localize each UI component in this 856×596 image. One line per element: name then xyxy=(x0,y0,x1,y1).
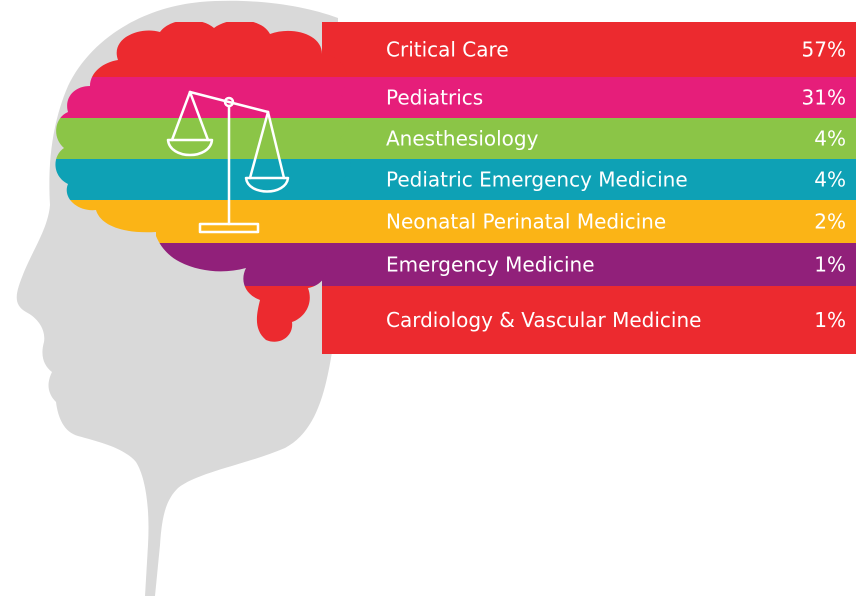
value-label: 31% xyxy=(802,86,846,110)
brain-band-2 xyxy=(55,77,351,118)
value-label: 1% xyxy=(814,253,846,277)
band-4 xyxy=(322,159,856,200)
category-label: Pediatric Emergency Medicine xyxy=(386,168,688,192)
labels-layer: Critical Care 57% Pediatrics 31% Anesthesiol… xyxy=(386,38,846,333)
category-label: Cardiology & Vascular Medicine xyxy=(386,308,701,332)
scales-of-justice-icon xyxy=(166,90,290,234)
category-label: Critical Care xyxy=(386,38,509,62)
category-label: Emergency Medicine xyxy=(386,253,595,277)
value-label: 4% xyxy=(814,127,846,151)
band-5 xyxy=(322,200,856,243)
band-7 xyxy=(322,286,856,354)
value-label: 4% xyxy=(814,168,846,192)
category-label: Pediatrics xyxy=(386,86,483,110)
band-3 xyxy=(322,118,856,159)
band-2 xyxy=(322,77,856,118)
band-1 xyxy=(322,22,856,77)
category-label: Neonatal Perinatal Medicine xyxy=(386,210,666,234)
value-label: 57% xyxy=(802,38,846,62)
value-label: 1% xyxy=(814,308,846,332)
value-label: 2% xyxy=(814,210,846,234)
bands-layer xyxy=(322,22,856,354)
band-6 xyxy=(322,243,856,286)
brain-band-4 xyxy=(55,159,351,200)
category-label: Anesthesiology xyxy=(386,127,539,151)
